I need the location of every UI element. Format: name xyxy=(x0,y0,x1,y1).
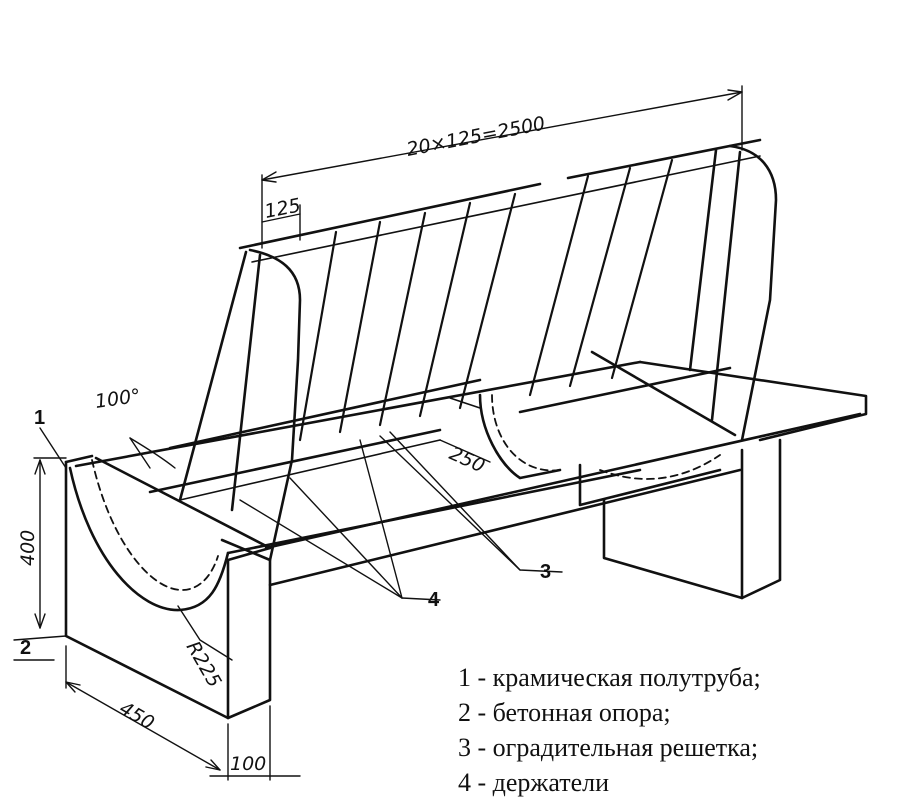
legend-item-1: 1 - крамическая полутруба; xyxy=(458,663,761,692)
overall-length-dimension: 20×125=2500 xyxy=(405,112,547,160)
grating-bars xyxy=(298,158,674,442)
angle-dimension: 100° xyxy=(94,385,142,413)
width-dimension: 450 xyxy=(116,697,158,734)
holder-spacing-dimension: 250 xyxy=(446,442,488,477)
legend-item-4: 4 - держатели xyxy=(458,768,609,797)
legend-item-3: 3 - оградительная решетка; xyxy=(458,733,758,762)
support-thickness-dimension: 100 xyxy=(230,753,266,775)
height-dimension: 400 xyxy=(17,530,39,566)
legend: 1 - крамическая полутруба; 2 - бетонная … xyxy=(458,663,761,797)
ceramic-half-pipe xyxy=(68,360,868,612)
holders xyxy=(94,144,778,562)
callout-1: 1 xyxy=(34,407,45,429)
right-concrete-support xyxy=(602,438,782,600)
callout-2: 2 xyxy=(20,637,31,659)
radius-dimension: R225 xyxy=(182,638,226,692)
left-concrete-support xyxy=(64,454,272,720)
callout-leaders xyxy=(13,427,563,661)
dimension-lines xyxy=(13,85,743,781)
grating-lower-rails xyxy=(148,366,732,501)
bar-spacing-dimension: 125 xyxy=(263,194,303,223)
legend-item-2: 2 - бетонная опора; xyxy=(458,698,671,727)
grating-top-rails xyxy=(238,138,762,263)
callout-4: 4 xyxy=(428,589,440,611)
callout-3: 3 xyxy=(540,561,551,583)
